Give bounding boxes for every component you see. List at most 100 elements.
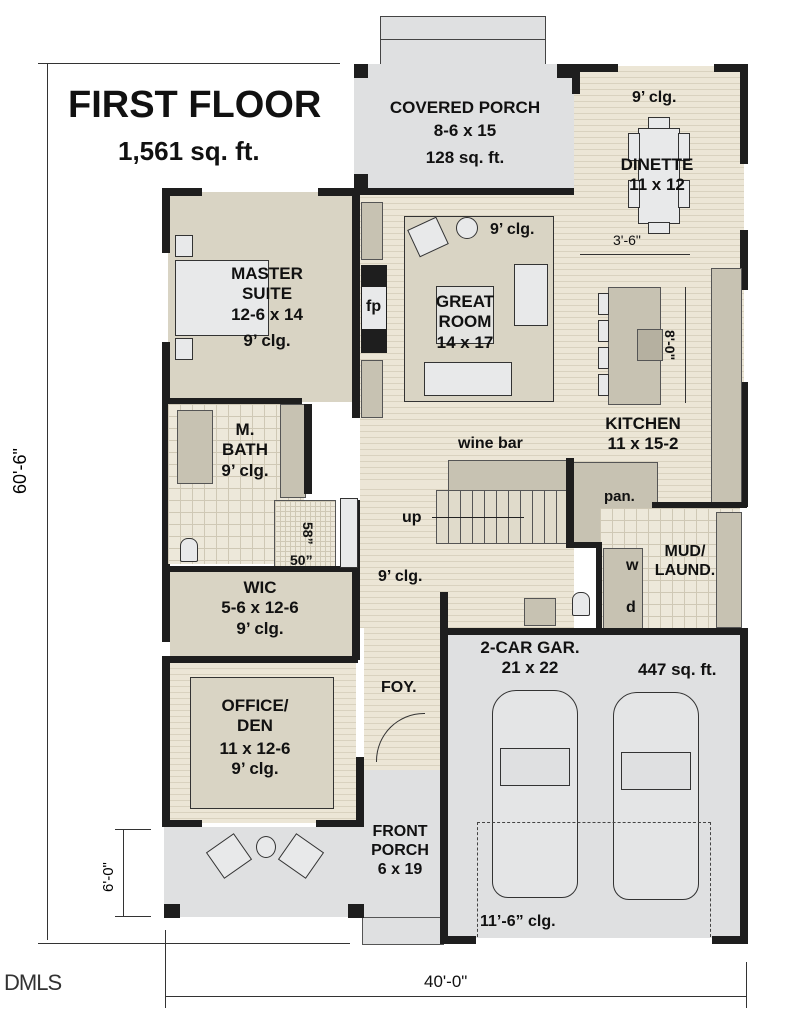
car-icon — [613, 692, 699, 900]
room-name: COVERED PORCH — [389, 98, 541, 117]
pantry-label: pan. — [604, 488, 635, 505]
mud-bench — [716, 512, 742, 628]
room-name: DINETTE — [620, 155, 694, 174]
wall — [354, 64, 368, 78]
room-name: MUD/ — [664, 543, 706, 560]
width-dimension-line — [165, 996, 747, 997]
room-size: 11 x 12 — [629, 175, 685, 195]
wall — [162, 656, 358, 663]
office-label: OFFICE/ DEN 11 x 12-6 9’ clg. — [200, 696, 310, 780]
aisle-dimension: 3'-6" — [613, 232, 641, 248]
watermark: DMLS — [4, 970, 62, 995]
built-in-shelf — [361, 202, 383, 260]
side-table — [456, 217, 478, 239]
room-name: BATH — [222, 440, 268, 460]
room-name: MASTER — [231, 264, 303, 283]
car-windshield — [500, 748, 570, 786]
island-dimension-label: 8'-0" — [662, 330, 678, 361]
wall — [740, 64, 748, 164]
bed — [175, 260, 269, 336]
powder-toilet — [572, 592, 590, 616]
room-size: 21 x 22 — [501, 658, 559, 678]
loveseat — [424, 362, 512, 396]
garage-area: 447 sq. ft. — [638, 660, 717, 679]
front-steps — [362, 917, 444, 945]
width-dimension-label: 40'-0" — [424, 972, 468, 991]
wall — [162, 342, 170, 642]
wic-label: WIC 5-6 x 12-6 9’ clg. — [200, 578, 320, 639]
stair-arrow — [432, 517, 524, 518]
nightstand — [175, 338, 193, 360]
room-size: 6 x 19 — [377, 861, 423, 879]
front-porch-label: FRONT PORCH 6 x 19 — [362, 822, 438, 880]
plan-area: 1,561 sq. ft. — [118, 136, 260, 166]
shower — [274, 500, 336, 572]
sofa — [514, 264, 548, 326]
kitchen-counter — [711, 268, 742, 506]
porch-depth-ext-top — [115, 829, 151, 830]
mud-laundry-label: MUD/ LAUND. — [645, 542, 725, 580]
covered-porch — [354, 64, 574, 190]
room-name: DEN — [237, 716, 273, 736]
great-room-label: GREAT ROOM 14 x 17 — [420, 292, 510, 353]
porch-depth-label: 6'-0" — [100, 862, 117, 892]
hall-bench — [340, 498, 358, 568]
wall — [557, 64, 573, 78]
room-name: OFFICE/ — [221, 696, 289, 715]
master-suite-label: MASTER SUITE 12-6 x 14 9’ clg. — [212, 264, 322, 352]
wall — [318, 188, 358, 196]
porch-depth-ext-bottom — [115, 916, 151, 917]
wall — [162, 660, 170, 827]
wall — [352, 500, 360, 660]
wall — [740, 382, 748, 507]
room-ceiling: 9’ clg. — [221, 460, 269, 480]
toilet — [180, 538, 198, 562]
wine-bar-label: wine bar — [458, 435, 523, 452]
porch-side-table — [256, 836, 276, 858]
garage-label: 2-CAR GAR. 21 x 22 — [470, 638, 590, 679]
depth-dimension-label: 60'-6" — [10, 448, 30, 494]
wic-floor — [170, 572, 356, 658]
wall — [352, 188, 574, 195]
master-bath-label: M. BATH 9’ clg. — [210, 420, 280, 481]
wall — [348, 904, 364, 918]
aisle-dimension-line — [580, 254, 690, 255]
dryer-label: d — [626, 599, 636, 616]
dining-chair — [648, 117, 670, 129]
room-ceiling: 9’ clg. — [243, 331, 291, 351]
wall — [652, 502, 747, 508]
depth-bottom-extension — [38, 943, 350, 944]
shower-depth: 58” — [300, 522, 316, 545]
covered-porch-label: COVERED PORCH 8-6 x 15 128 sq. ft. — [370, 98, 560, 168]
wall — [440, 936, 476, 944]
room-name: 2-CAR GAR. — [480, 638, 580, 657]
room-ceiling: 9’ clg. — [236, 618, 284, 638]
dining-chair — [628, 180, 640, 208]
cooktop — [637, 329, 663, 361]
washer-dryer-counter — [603, 548, 643, 630]
dining-chair — [628, 133, 640, 161]
vanity — [280, 404, 306, 498]
dining-chair — [648, 222, 670, 234]
room-name: PORCH — [371, 842, 429, 860]
nightstand — [175, 235, 193, 257]
wall — [356, 757, 364, 827]
dining-table — [638, 128, 680, 224]
bathtub — [177, 410, 213, 484]
dinette-ceiling: 9’ clg. — [632, 89, 677, 106]
car-windshield — [621, 752, 691, 790]
wall — [316, 820, 358, 827]
rear-steps — [380, 16, 546, 66]
wall — [162, 398, 302, 404]
fireplace-label: fp — [366, 298, 382, 315]
car-icon — [492, 690, 578, 898]
room-area: 128 sq. ft. — [425, 147, 505, 167]
bar-stool — [598, 293, 609, 315]
dining-chair — [678, 180, 690, 208]
washer-label: w — [626, 557, 639, 574]
great-room-ceiling: 9’ clg. — [490, 221, 535, 238]
wall — [714, 64, 748, 72]
room-name: WIC — [243, 578, 277, 597]
wall — [566, 458, 574, 548]
wall — [572, 64, 618, 72]
